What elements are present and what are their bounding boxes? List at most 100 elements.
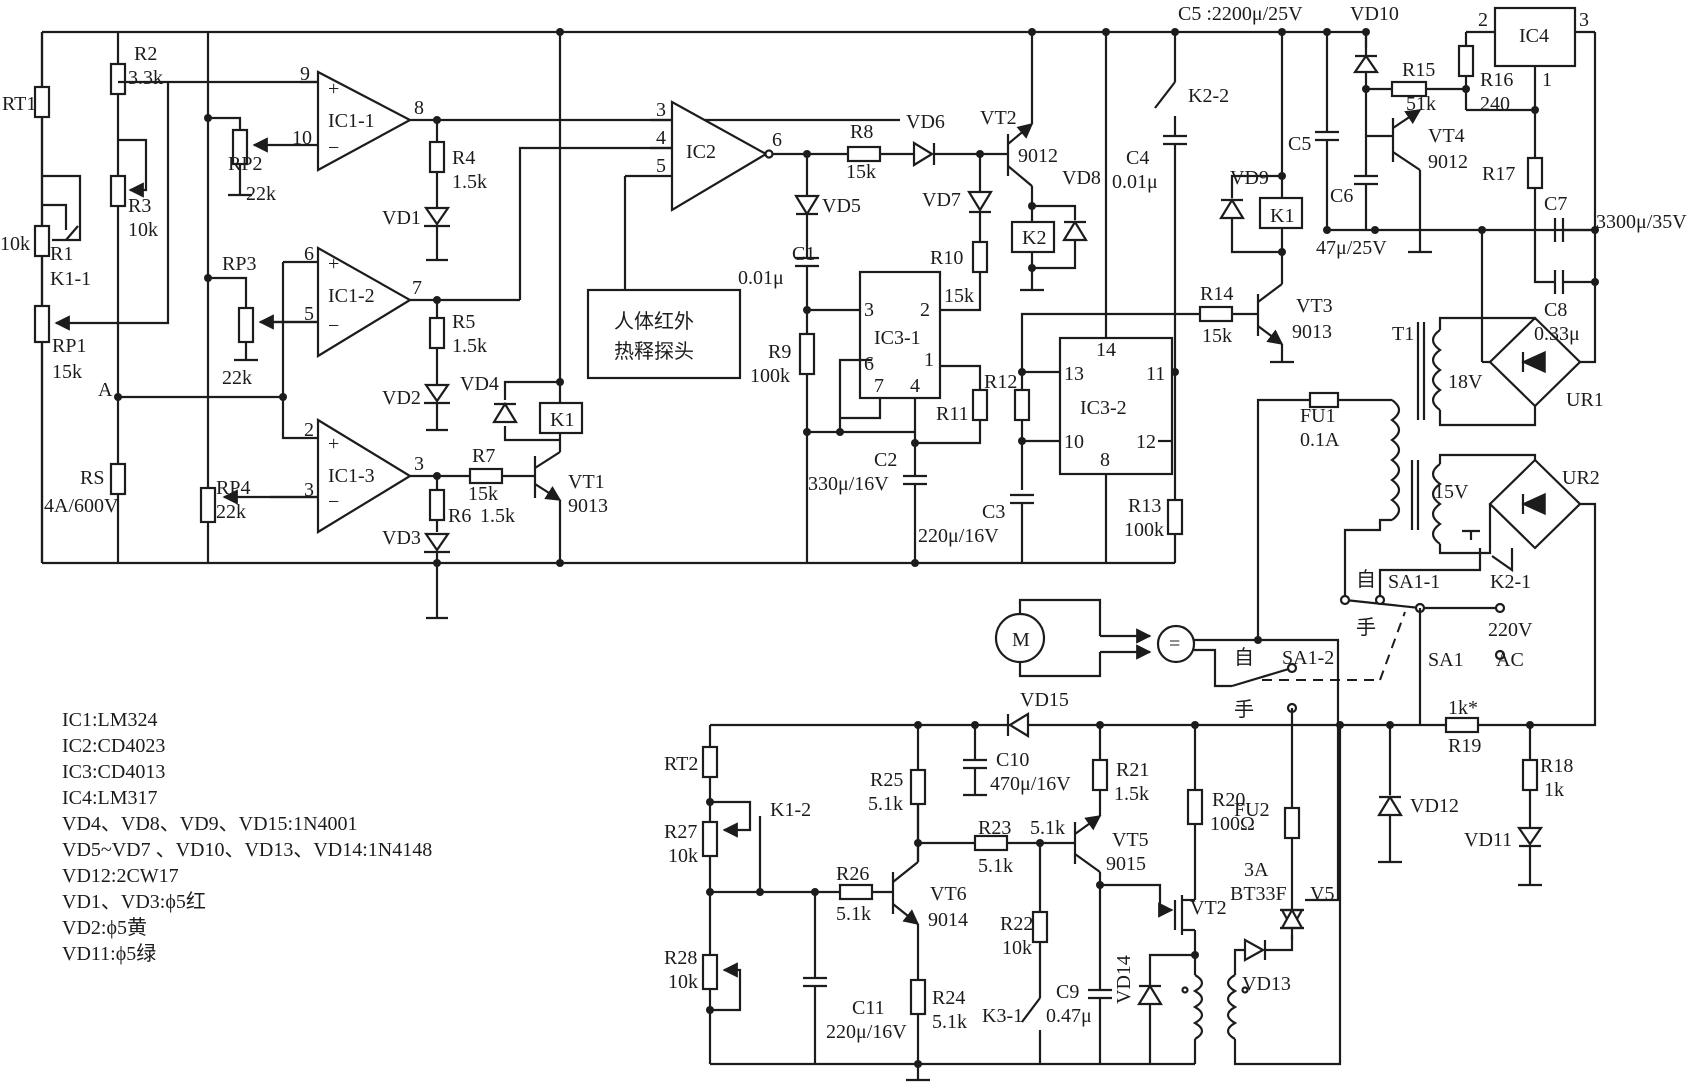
pin-3a-minus: 3 — [304, 479, 314, 501]
label-vd5: VD5 — [822, 195, 861, 217]
label-ic2: IC2 — [686, 141, 716, 163]
label-r16: R16 — [1480, 69, 1513, 91]
label-c10: C10 — [996, 749, 1029, 771]
label-r6: R6 — [448, 505, 471, 527]
switch-k1-1 — [65, 225, 79, 241]
label-r11: R11 — [936, 403, 969, 425]
label-vd8: VD8 — [1062, 167, 1101, 189]
label-r3: R3 — [128, 195, 151, 217]
label-r6-value: 1.5k — [480, 505, 515, 527]
resistor-r21 — [1091, 758, 1109, 792]
label-c8: C8 — [1544, 299, 1567, 321]
label-vt4-value: 9012 — [1428, 151, 1468, 173]
label-r15-value: 51k — [1406, 93, 1436, 115]
label-c9-value: 0.47μ — [1046, 1005, 1092, 1027]
resistor-r20 — [1186, 788, 1204, 826]
label-vt2-value: 9012 — [1018, 145, 1058, 167]
legend-line: IC2:CD4023 — [62, 735, 165, 757]
label-ic3-2: IC3-2 — [1080, 397, 1127, 419]
pot-rp1 — [33, 304, 51, 344]
label-r10-value: 15k — [944, 285, 974, 307]
ic4-pin-1: 1 — [1542, 69, 1552, 91]
label-r23-node: 5.1k — [1030, 817, 1065, 839]
zener-vd12 — [1377, 794, 1403, 817]
label-k3-1: K3-1 — [982, 1005, 1023, 1027]
resistor-r11 — [971, 388, 989, 422]
comparator-ic1-3 — [199, 418, 535, 620]
input-sensing-section — [33, 32, 318, 563]
label-ic1-3: IC1-3 — [328, 465, 375, 487]
label-r26-value: 5.1k — [836, 903, 871, 925]
label-c7: C7 — [1544, 193, 1567, 215]
comparator-ic1-2 — [208, 146, 678, 440]
flipflop-ic3-2 — [1010, 28, 1200, 563]
ic2-pin-4: 4 — [656, 127, 666, 149]
label-k1-1: K1-1 — [50, 268, 91, 290]
label-c3-value: 220μ/16V — [918, 525, 999, 547]
label-fu1: FU1 — [1300, 405, 1336, 427]
pin-6a: 6 — [304, 243, 314, 265]
legend-line: IC1:LM324 — [62, 709, 158, 731]
label-c5-rating: C5 :2200μ/25V — [1178, 3, 1303, 25]
label-r23-value: 5.1k — [978, 855, 1013, 877]
resistor-r10 — [971, 240, 989, 274]
resistor-r12 — [1013, 388, 1031, 422]
label-r7: R7 — [472, 445, 495, 467]
thermistor-rt2 — [701, 745, 719, 779]
label-k2-2: K2-2 — [1188, 85, 1229, 107]
ic4-pin-2: 2 — [1478, 9, 1488, 31]
pin-8: 8 — [414, 97, 424, 119]
label-vd3: VD3 — [382, 527, 421, 549]
label-vt1-value: 9013 — [568, 495, 608, 517]
label-r19: R19 — [1448, 735, 1481, 757]
label-ic1-1: IC1-1 — [328, 110, 375, 132]
resistor-r2 — [109, 62, 127, 96]
label-r18: R18 — [1540, 755, 1573, 777]
ic2-pin-6: 6 — [772, 129, 782, 151]
pot-r27 — [701, 820, 719, 858]
label-c2: C2 — [874, 449, 897, 471]
sign-ic1-1-plus: + — [328, 78, 339, 100]
pot-r28 — [701, 953, 719, 991]
resistor-r6 — [428, 488, 446, 522]
pin-9: 9 — [300, 63, 310, 85]
resistor-r4 — [428, 140, 446, 174]
pot-r1 — [33, 224, 51, 258]
label-r23: R23 — [978, 817, 1011, 839]
resistor-r19 — [1444, 716, 1480, 734]
sign-ic1-2-plus: + — [328, 253, 339, 275]
relay-driver-vt1 — [492, 28, 584, 567]
label-sa1-2: SA1-2 — [1282, 647, 1334, 669]
label-r8: R8 — [850, 121, 873, 143]
diode-vd4 — [492, 401, 518, 424]
label-c9: C9 — [1056, 981, 1079, 1003]
label-r13: R13 — [1128, 495, 1161, 517]
pir-sensor-box — [586, 288, 742, 380]
pin-3-out: 3 — [414, 453, 424, 475]
label-ur1: UR1 — [1566, 389, 1604, 411]
label-vd12: VD12 — [1410, 795, 1459, 817]
label-rp3-value: 22k — [222, 367, 252, 389]
label-c3: C3 — [982, 501, 1005, 523]
label-rp2: RP2 — [228, 153, 262, 175]
label-vt5-value: 9015 — [1106, 853, 1146, 875]
pot-r3 — [109, 174, 127, 208]
label-15v: 15V — [1434, 481, 1469, 503]
label-c2-value: 330μ/16V — [808, 473, 889, 495]
label-rt1: RT1 — [2, 93, 36, 115]
label-18v: 18V — [1448, 371, 1483, 393]
label-k1-2: K1-2 — [770, 799, 811, 821]
label-vd2: VD2 — [382, 387, 421, 409]
label-fu2: FU2 — [1234, 799, 1270, 821]
label-vd1: VD1 — [382, 207, 421, 229]
label-r2-value: 3.3k — [128, 67, 163, 89]
legend-line: VD11:ϕ5绿 — [62, 942, 156, 965]
resistor-r13 — [1166, 498, 1184, 536]
label-ic4: IC4 — [1519, 25, 1549, 47]
label-r25: R25 — [870, 769, 903, 791]
label-r19-value: 1k* — [1448, 697, 1478, 719]
label-r21: R21 — [1116, 759, 1149, 781]
label-plug: = — [1169, 633, 1180, 655]
sign-ic1-1-minus: − — [328, 137, 339, 159]
